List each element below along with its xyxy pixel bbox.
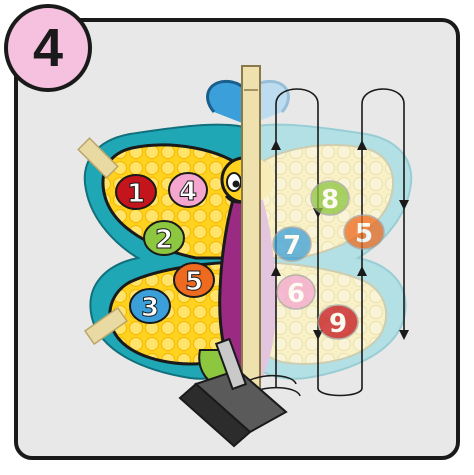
spot-label: 4 [179, 177, 197, 207]
step-badge: 4 [4, 4, 92, 92]
number-spot: 5 [174, 263, 214, 297]
number-spot: 1 [116, 175, 156, 209]
number-spot: 6 [277, 275, 315, 309]
spot-label: 6 [287, 279, 305, 309]
number-spot: 5 [344, 215, 384, 249]
number-spot: 7 [273, 227, 311, 261]
number-spot: 4 [169, 173, 207, 207]
spot-label: 8 [321, 185, 339, 215]
number-spot: 3 [130, 289, 170, 323]
spot-label: 2 [155, 225, 173, 255]
spot-label: 5 [185, 267, 203, 297]
step-number: 4 [33, 21, 63, 75]
number-spot: 8 [311, 181, 349, 215]
number-spot: 9 [318, 305, 358, 339]
fold-strip [242, 66, 260, 396]
spot-label: 7 [283, 231, 301, 261]
spot-label: 9 [329, 309, 347, 339]
spot-label: 3 [141, 293, 159, 323]
spot-label: 5 [355, 219, 373, 249]
number-spot: 2 [144, 221, 184, 255]
spot-label: 1 [127, 179, 145, 209]
